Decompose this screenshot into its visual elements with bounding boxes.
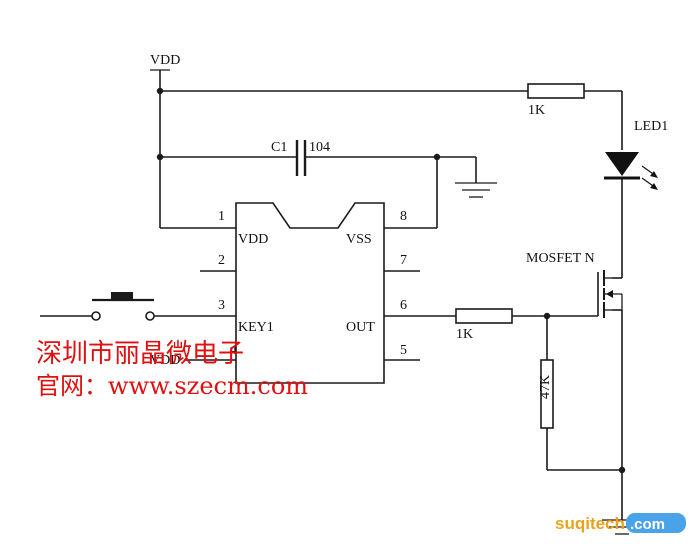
pin-number-5: 5 [400, 343, 407, 358]
r3-label: 47K [538, 375, 553, 399]
watermark-website: 官网：www.szecm.com [36, 372, 308, 400]
resistor-r2 [455, 308, 513, 324]
junction-dot [543, 312, 551, 320]
pin-number-7: 7 [400, 253, 407, 268]
r2-label: 1K [456, 327, 473, 342]
switch-contact-left [91, 311, 101, 321]
pin-number-1: 1 [218, 209, 225, 224]
junction-dot [433, 153, 441, 161]
vdd-key-label: VDD [150, 353, 180, 368]
r1-label: 1K [528, 103, 545, 118]
junction-dot [156, 87, 164, 95]
led-arrowhead-1 [650, 171, 658, 178]
logo-tld-text: .com [630, 516, 665, 533]
junction-dot [618, 466, 626, 474]
pin-number-4: 4 [230, 343, 237, 358]
junction-dot [156, 153, 164, 161]
led-diode-symbol [605, 152, 639, 176]
led-arrowhead-2 [650, 183, 658, 190]
pin-number-8: 8 [400, 209, 407, 224]
pin-number-6: 6 [400, 298, 407, 313]
mosfet-label: MOSFET N [526, 251, 595, 266]
vdd-top-label: VDD [150, 53, 180, 68]
chip-label-vdd: VDD [238, 232, 268, 247]
switch-button-cap [111, 292, 133, 300]
mosfet-arrow [606, 290, 613, 298]
logo-pill [626, 513, 686, 533]
watermark-company: 深圳市丽晶微电子 [36, 339, 244, 369]
pin-number-2: 2 [218, 253, 225, 268]
site-logo: suqitech .com [555, 513, 686, 533]
pin-number-3: 3 [218, 298, 225, 313]
switch-contact-right [145, 311, 155, 321]
led-label: LED1 [634, 119, 668, 134]
chip-label-out: OUT [346, 320, 375, 335]
chip-label-key: KEY1 [238, 320, 274, 335]
cap-value-label: 104 [309, 140, 330, 155]
logo-main-text: suqitech [555, 514, 625, 533]
resistor-r3 [540, 359, 554, 429]
resistor-r1 [527, 83, 585, 99]
chip-body [235, 202, 385, 384]
chip-label-vss: VSS [346, 232, 372, 247]
cap-name-label: C1 [271, 140, 287, 155]
